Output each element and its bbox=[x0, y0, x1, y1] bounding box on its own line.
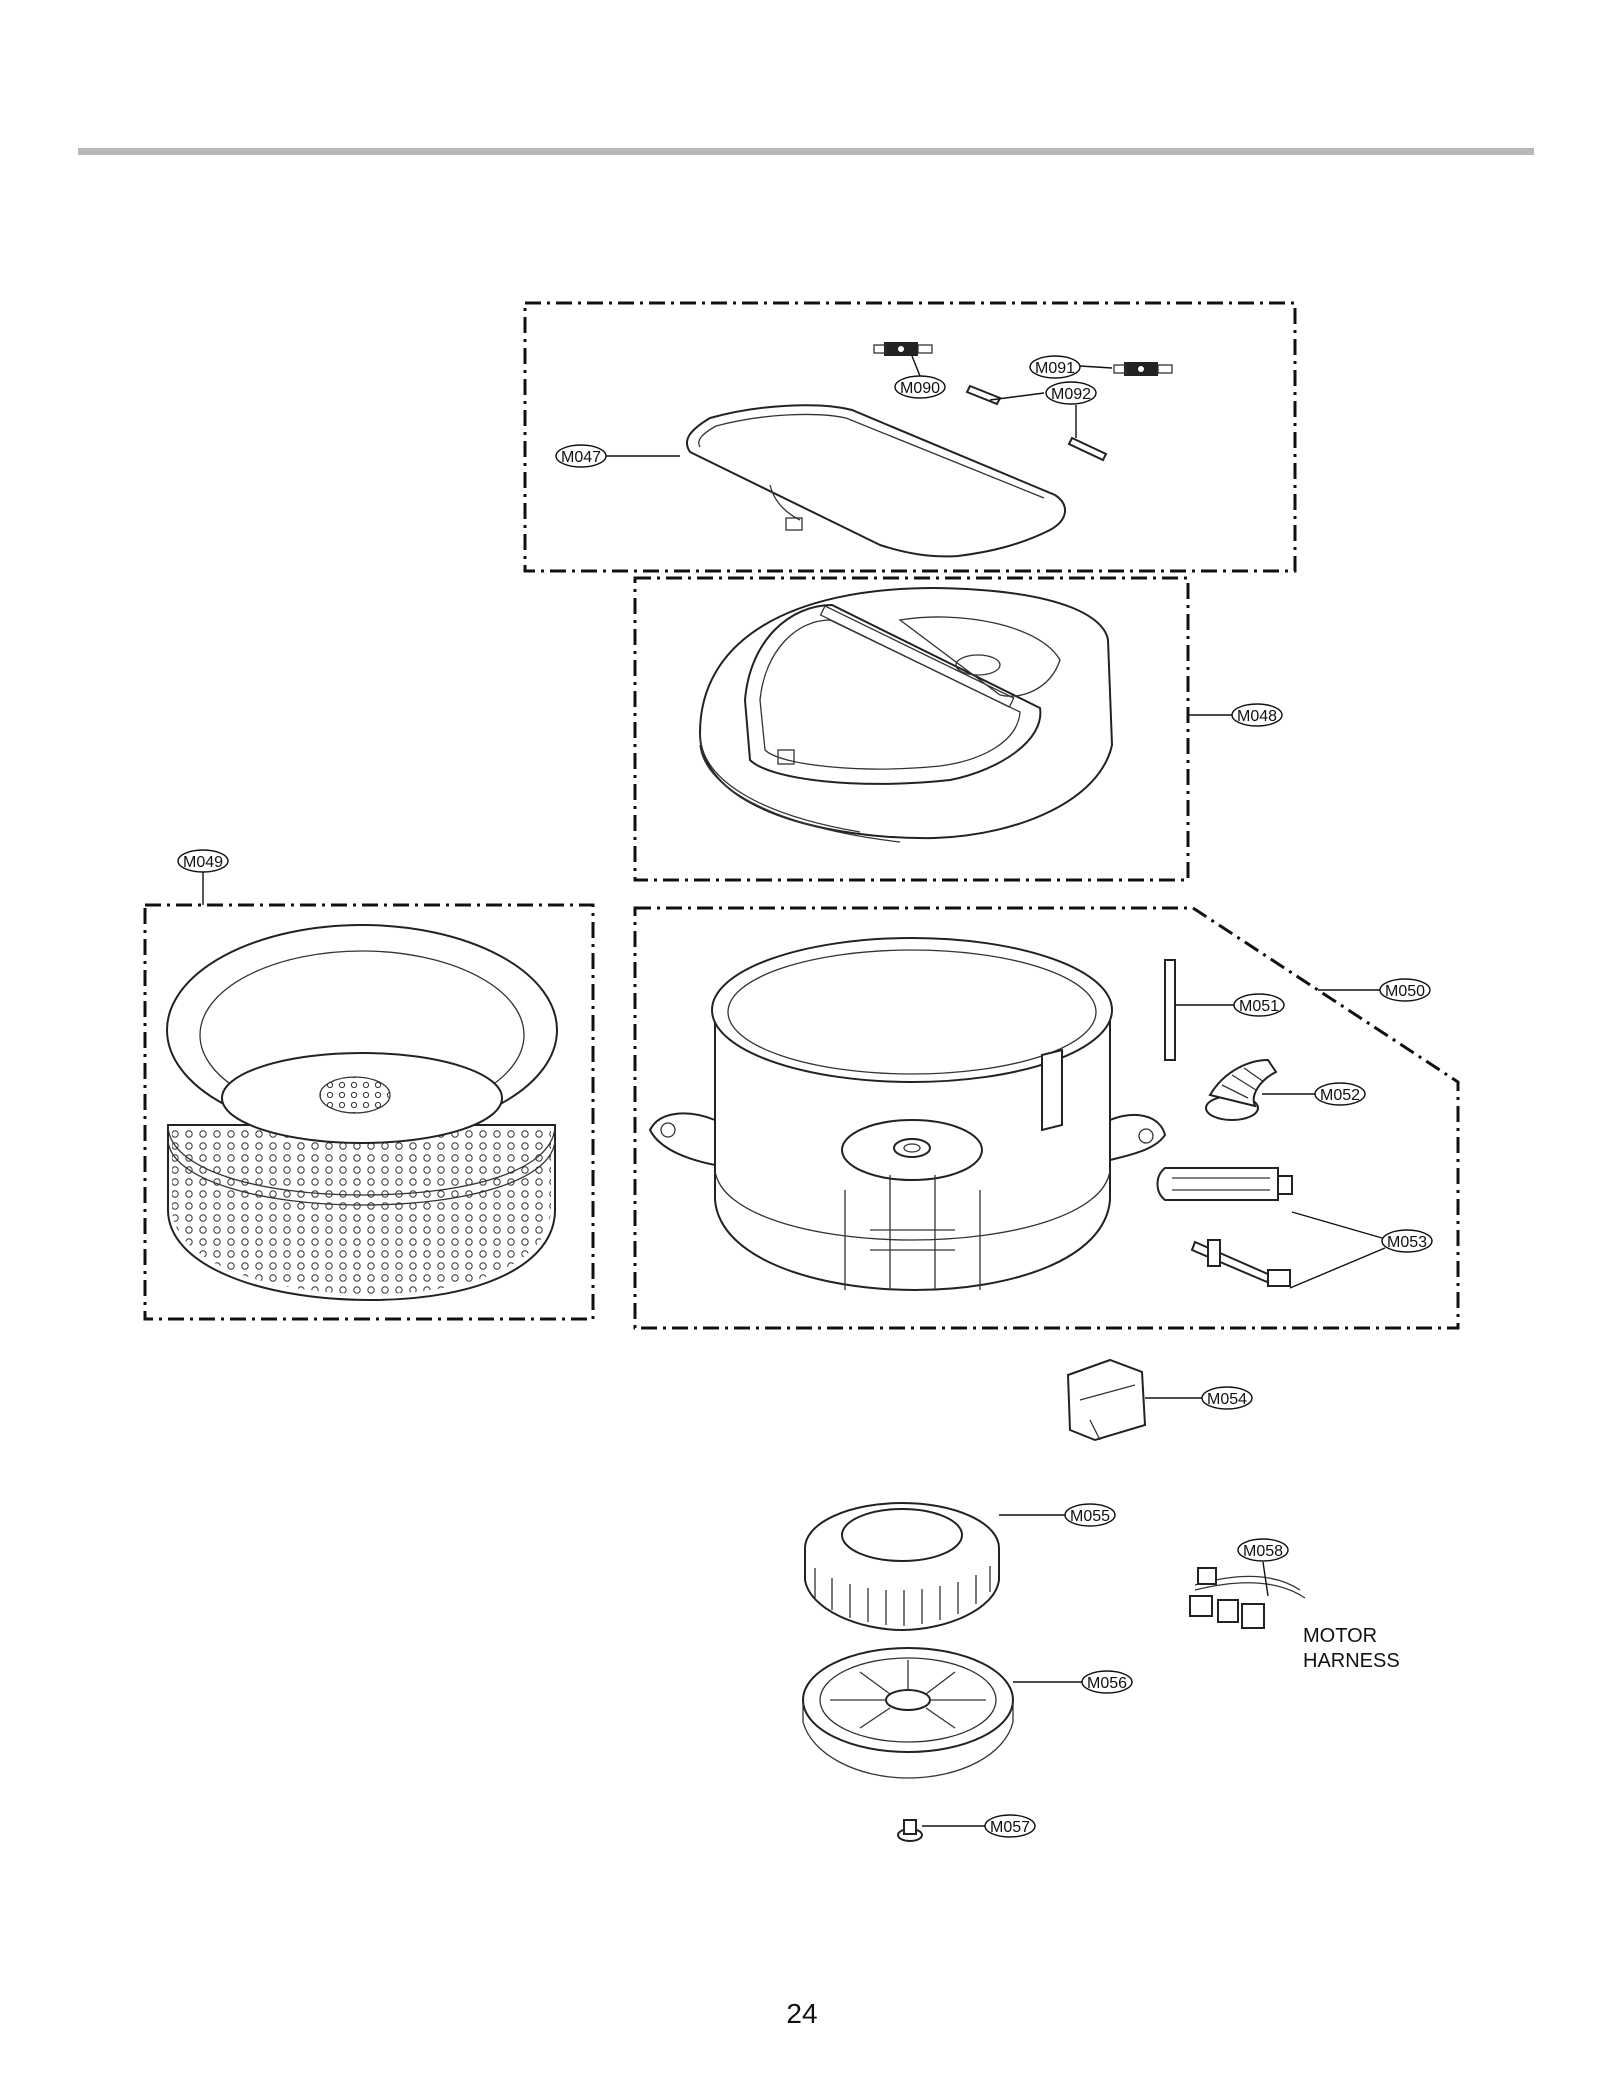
label-m057: M057 bbox=[984, 1814, 1036, 1838]
label-m048: M048 bbox=[1231, 703, 1283, 727]
group-box-drum bbox=[143, 903, 595, 1321]
part-bracket bbox=[1066, 1358, 1147, 1442]
part-tub-cover bbox=[698, 586, 1114, 843]
svg-text:M054: M054 bbox=[1207, 1391, 1247, 1408]
part-tub bbox=[648, 937, 1167, 1292]
svg-text:M049: M049 bbox=[183, 854, 223, 871]
label-m050: M050 bbox=[1379, 978, 1431, 1002]
svg-text:M056: M056 bbox=[1087, 1675, 1127, 1692]
svg-text:M053: M053 bbox=[1387, 1234, 1427, 1251]
label-m055: M055 bbox=[1064, 1503, 1116, 1527]
part-rotor bbox=[802, 1647, 1014, 1779]
part-hose bbox=[1205, 1058, 1278, 1121]
part-lid-glass bbox=[685, 404, 1066, 558]
part-heater bbox=[1156, 1167, 1293, 1201]
svg-text:M047: M047 bbox=[561, 449, 601, 466]
label-m092: M092 bbox=[1045, 381, 1097, 405]
note-harness: HARNESS bbox=[1303, 1650, 1400, 1672]
page-number: 24 bbox=[786, 1998, 817, 2029]
svg-text:M090: M090 bbox=[900, 380, 940, 397]
leader-lines bbox=[202, 355, 1386, 1827]
svg-text:M051: M051 bbox=[1239, 998, 1279, 1015]
svg-text:M048: M048 bbox=[1237, 708, 1277, 725]
part-motor-harness bbox=[1189, 1567, 1306, 1629]
svg-text:M058: M058 bbox=[1243, 1543, 1283, 1560]
label-m049: M049 bbox=[177, 849, 229, 873]
label-m056: M056 bbox=[1081, 1670, 1133, 1694]
part-hinge-right bbox=[1113, 362, 1173, 376]
group-box-lid bbox=[523, 301, 1297, 573]
part-drum bbox=[166, 924, 558, 1302]
label-m047: M047 bbox=[555, 444, 607, 468]
label-m053: M053 bbox=[1381, 1229, 1433, 1253]
part-bolt bbox=[897, 1819, 923, 1842]
svg-text:M052: M052 bbox=[1320, 1087, 1360, 1104]
svg-text:M092: M092 bbox=[1051, 386, 1091, 403]
header-rule bbox=[78, 148, 1534, 155]
label-m054: M054 bbox=[1201, 1386, 1253, 1410]
group-box-tub-cover bbox=[633, 576, 1190, 882]
svg-text:M050: M050 bbox=[1385, 983, 1425, 1000]
svg-text:M057: M057 bbox=[990, 1819, 1030, 1836]
svg-text:M055: M055 bbox=[1070, 1508, 1110, 1525]
label-m058: M058 bbox=[1237, 1538, 1289, 1562]
part-sensor bbox=[1190, 1239, 1291, 1287]
note-motor: MOTOR bbox=[1303, 1625, 1377, 1647]
part-hinge-left bbox=[873, 342, 933, 356]
part-stator bbox=[804, 1502, 1000, 1632]
label-m090: M090 bbox=[894, 375, 946, 399]
part-rod bbox=[1164, 959, 1176, 1061]
part-clip-lower bbox=[1067, 436, 1108, 462]
label-m091: M091 bbox=[1029, 355, 1081, 379]
label-m051: M051 bbox=[1233, 993, 1285, 1017]
svg-text:M091: M091 bbox=[1035, 360, 1075, 377]
label-m052: M052 bbox=[1314, 1082, 1366, 1106]
part-clip-upper bbox=[965, 384, 1002, 406]
group-box-tub bbox=[633, 906, 1460, 1330]
